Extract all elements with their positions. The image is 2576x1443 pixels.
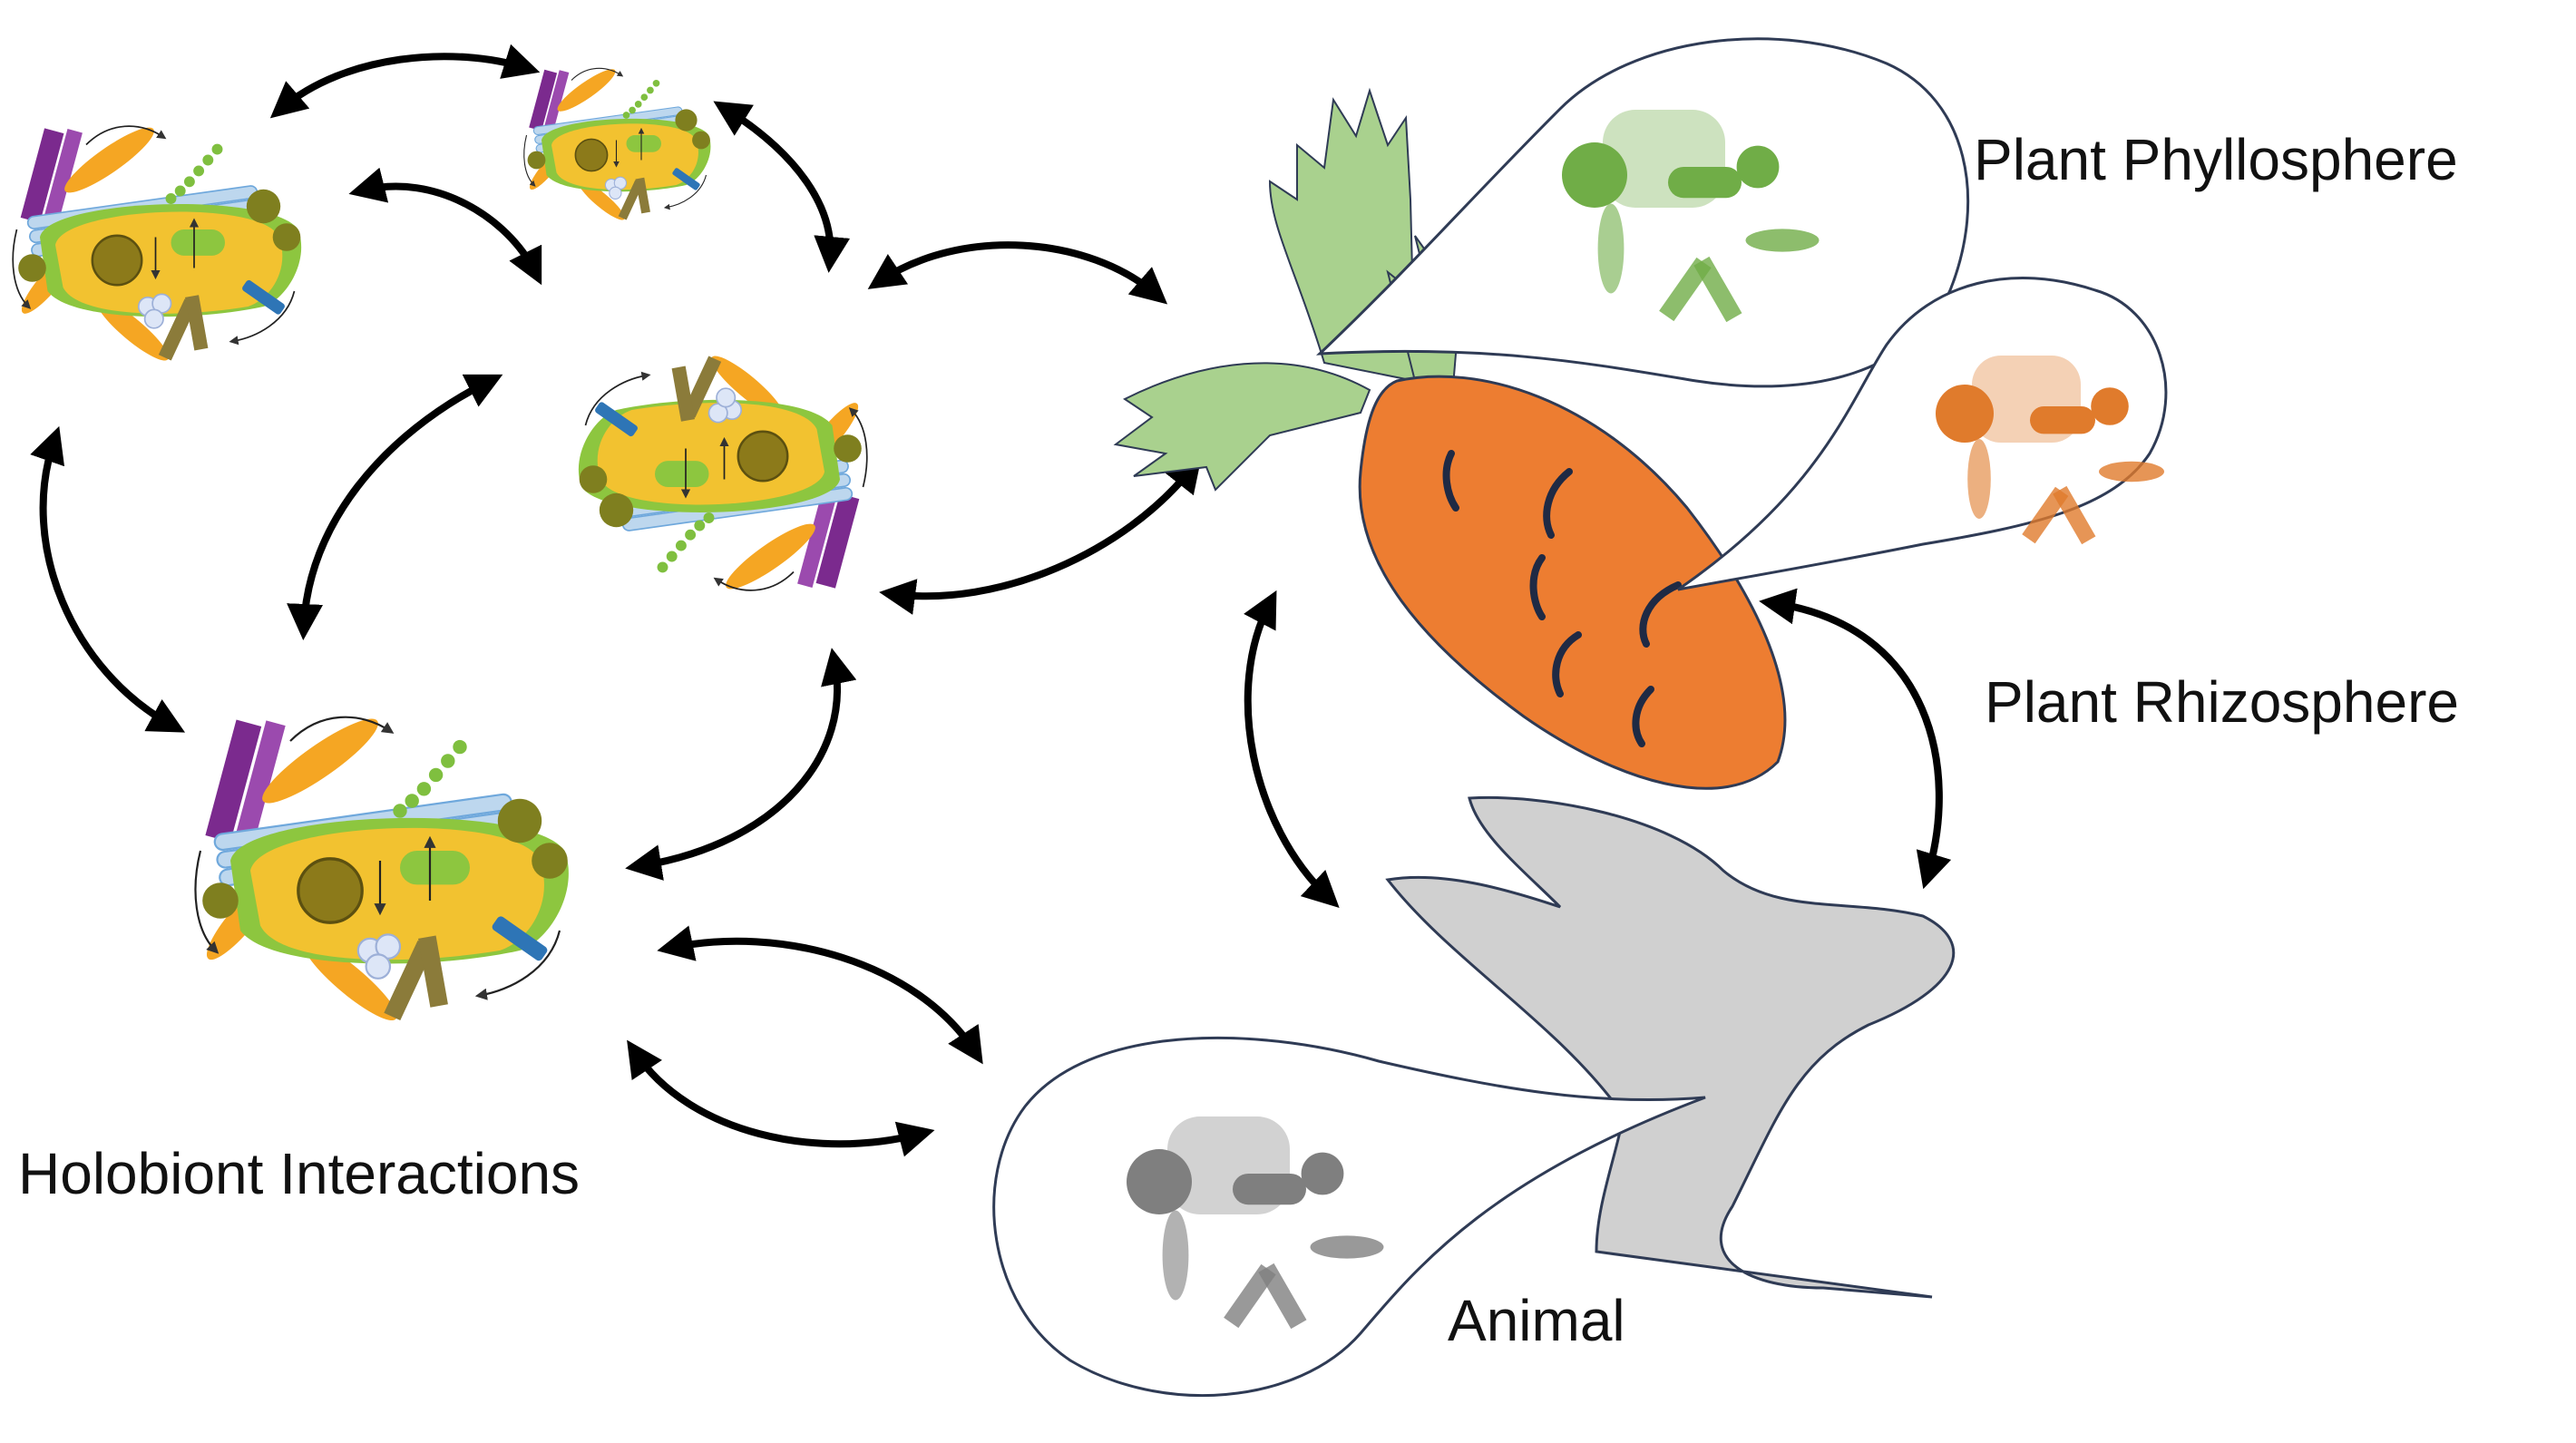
rhizosphere-label: Plant Rhizosphere bbox=[1985, 669, 2459, 735]
microbial-cluster-icon bbox=[13, 119, 301, 367]
microbial-cluster-icon bbox=[196, 707, 569, 1029]
phyllosphere-label: Plant Phyllosphere bbox=[1974, 127, 2458, 192]
rabbit-silhouette-icon bbox=[1385, 795, 1956, 1299]
holobiont-label: Holobiont Interactions bbox=[18, 1141, 581, 1206]
animal-label: Animal bbox=[1448, 1288, 1625, 1353]
phyllosphere-bubble bbox=[1316, 37, 1970, 388]
microbial-cluster-icon bbox=[579, 349, 867, 598]
animal-bubble bbox=[992, 1036, 1706, 1397]
double-arrow-icon bbox=[30, 44, 1952, 1157]
rhizosphere-bubble bbox=[1677, 277, 2168, 591]
microbial-cluster-icon bbox=[524, 63, 711, 224]
